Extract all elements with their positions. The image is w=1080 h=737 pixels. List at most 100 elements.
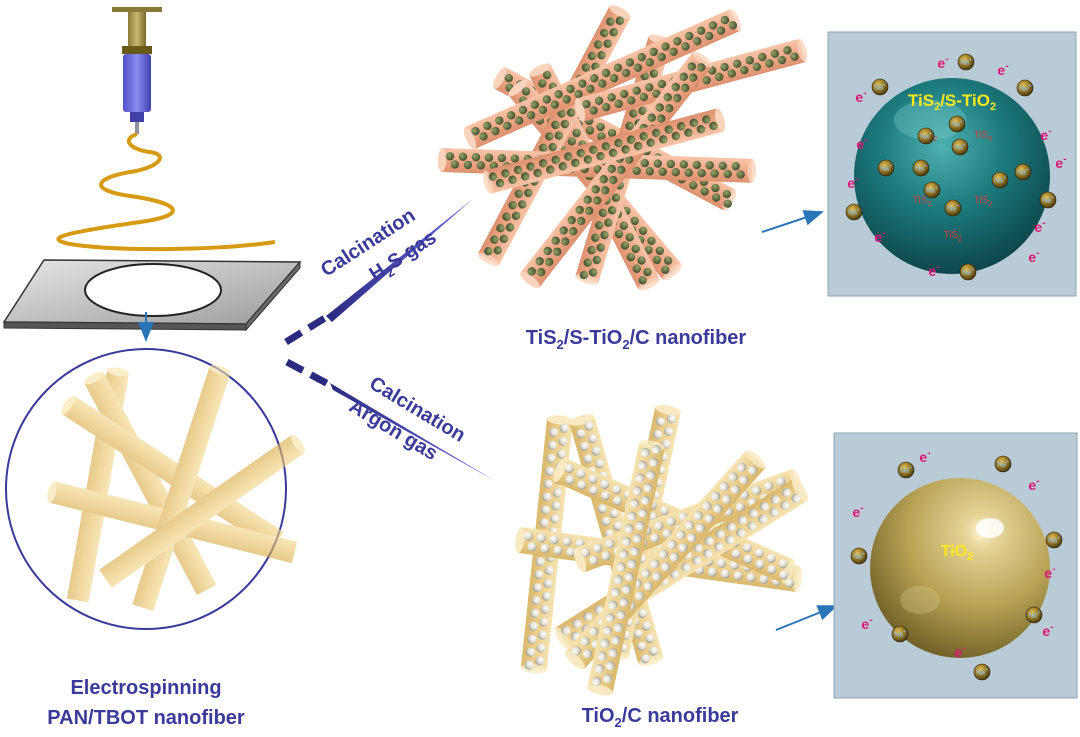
nanoparticle (644, 245, 653, 255)
nanoparticle (530, 100, 540, 109)
nanoparticle (525, 647, 536, 657)
nanoparticle (689, 181, 698, 190)
nanoparticle (567, 137, 577, 146)
nanoparticle (504, 73, 513, 83)
nanoparticle (605, 613, 615, 623)
nanoparticle (735, 502, 746, 512)
nanoparticle (546, 453, 556, 463)
sodium-ion: Na+ (948, 115, 966, 133)
nanoparticle (613, 521, 623, 531)
nanoparticle (657, 52, 666, 62)
nanoparticle (582, 649, 593, 659)
nanoparticle (589, 106, 598, 115)
nanoparticle (476, 161, 486, 170)
nanoparticle (560, 237, 570, 246)
nanoparticle (633, 629, 643, 639)
svg-text:Na+: Na+ (900, 466, 912, 475)
nanoparticle (658, 167, 667, 176)
nanoparticle (637, 256, 646, 265)
electron: e- (997, 61, 1008, 78)
sodium-ion: Na+ (845, 203, 863, 221)
nanoparticle (651, 128, 661, 138)
electron: e- (861, 615, 872, 632)
nanoparticle (710, 169, 719, 178)
nanoparticle (542, 95, 551, 104)
tis2-domain-label: TiS2 (974, 130, 993, 143)
nanoparticle (488, 172, 498, 181)
tio2-sphere-inset: TiO2 Na+Na+Na+Na+Na+Na+Na+ e-e-e-e-e-e-e… (833, 432, 1078, 699)
nanoparticle (649, 69, 659, 78)
nanoparticle (520, 172, 530, 181)
svg-text:Na+: Na+ (915, 164, 927, 173)
nanoparticle (535, 256, 544, 266)
nanoparticle (695, 523, 706, 533)
sodium-ion: Na+ (897, 461, 915, 479)
nanoparticle (639, 92, 649, 102)
nanoparticle (743, 554, 753, 564)
nanoparticle (547, 440, 557, 450)
nanoparticle (693, 36, 702, 46)
nanoparticle (524, 188, 533, 198)
nanoparticle (601, 68, 611, 78)
nanoparticle (568, 227, 578, 236)
svg-text:Na+: Na+ (947, 204, 959, 213)
nanoparticle (528, 621, 538, 631)
nanoparticle (641, 568, 651, 579)
nanoparticle (621, 536, 632, 547)
nanoparticle (594, 664, 605, 674)
nanoparticle (588, 268, 598, 277)
nanoparticle (719, 482, 729, 492)
nanoparticle (630, 216, 639, 226)
nanoparticle (609, 508, 619, 519)
sodium-ion: Na+ (959, 263, 977, 281)
sodium-ion: Na+ (944, 199, 962, 217)
nanoparticle (514, 189, 524, 198)
nanoparticle (601, 551, 611, 561)
nanoparticle (508, 201, 517, 210)
nanoparticle (526, 111, 536, 120)
svg-text:Na+: Na+ (880, 164, 892, 173)
nanoparticle (532, 582, 542, 593)
nanoparticle (718, 161, 727, 171)
svg-text:Na+: Na+ (1028, 611, 1040, 620)
nanoparticle (540, 543, 550, 554)
nanoparticle (582, 99, 591, 109)
svg-text:Na+: Na+ (853, 552, 865, 561)
nanoparticle (766, 553, 776, 564)
nanoparticle (633, 63, 643, 72)
nanoparticle (471, 152, 481, 162)
nanoparticle (780, 500, 790, 510)
nanoparticle (535, 557, 545, 567)
nanoparticle (503, 121, 512, 130)
nanoparticle (596, 151, 605, 161)
nanoparticle (518, 105, 528, 115)
nanoparticle (669, 47, 678, 56)
nanoparticle (601, 102, 611, 112)
nanoparticle (626, 135, 636, 144)
nanoparticle (589, 145, 598, 154)
nanoparticle (571, 158, 580, 168)
nanoparticle (619, 597, 629, 607)
nanoparticle (566, 84, 575, 94)
nanoparticle (621, 68, 631, 78)
nanoparticle (566, 108, 576, 117)
svg-text:Na+: Na+ (894, 630, 906, 639)
nanoparticle (540, 604, 550, 614)
nanoparticle (600, 479, 610, 490)
nanoparticle (645, 633, 655, 644)
nanoparticle (567, 215, 576, 225)
nanoparticle (779, 570, 789, 580)
nanoparticle (483, 121, 492, 131)
nanoparticle (745, 56, 754, 65)
svg-text:Na+: Na+ (1019, 84, 1031, 93)
sodium-ion: Na+ (1016, 79, 1034, 97)
nanoparticle (508, 175, 517, 184)
nanoparticle (624, 524, 634, 534)
nanoparticle (630, 546, 640, 556)
nanoparticle (726, 522, 736, 532)
nanoparticle (506, 111, 516, 120)
nanoparticle (585, 126, 595, 135)
svg-text:Na+: Na+ (994, 176, 1006, 185)
nanoparticle (598, 79, 607, 88)
nanoparticle (737, 462, 747, 472)
